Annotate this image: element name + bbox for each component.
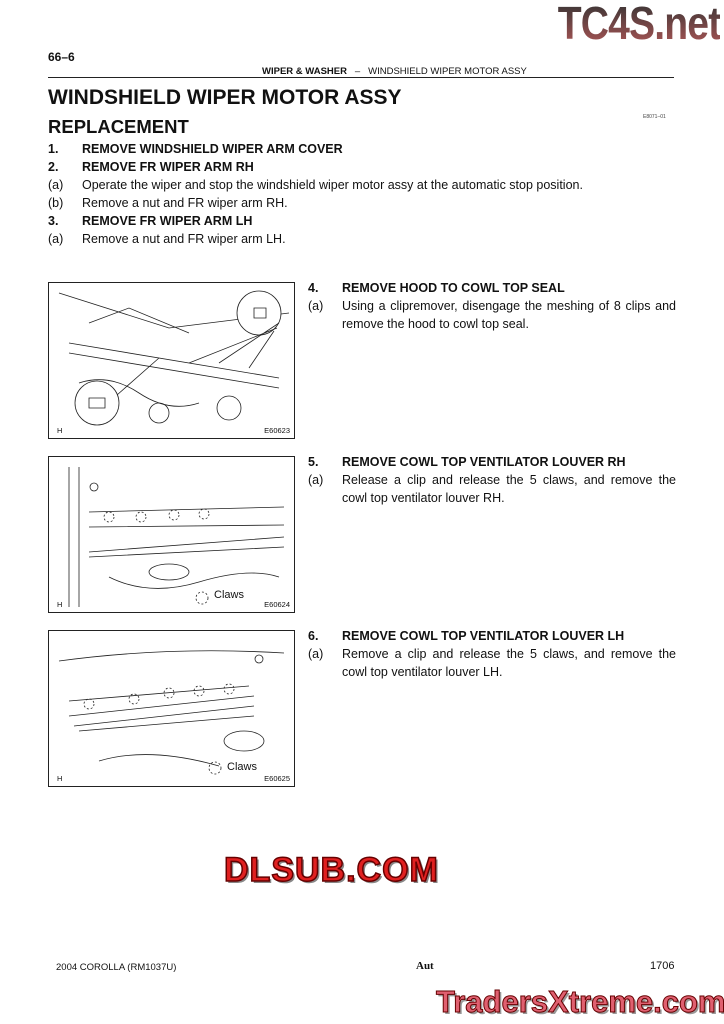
step-number: (b) [48, 196, 64, 210]
step-number: (a) [48, 232, 64, 246]
page-title: WINDSHIELD WIPER MOTOR ASSY [48, 86, 402, 109]
step-number: (a) [48, 178, 64, 192]
section-name: WIPER & WASHER [262, 66, 347, 77]
doc-code: E8071–01 [643, 114, 666, 120]
step-number: 1. [48, 142, 59, 156]
illustration-louver-lh [58, 650, 285, 775]
step-number: (a) [308, 299, 324, 313]
page-subtitle: REPLACEMENT [48, 116, 189, 137]
figure-corner-label: H [57, 426, 63, 435]
watermark-dlsub: DLSUB.COM [223, 850, 439, 890]
footer-author: Aut [416, 960, 434, 972]
page-number: 66–6 [48, 50, 75, 64]
step-text: REMOVE COWL TOP VENTILATOR LOUVER RH [342, 455, 626, 469]
figure-corner-label: H [57, 600, 63, 609]
figure-louver-lh: Claws H E60625 [48, 630, 295, 787]
footer-page: 1706 [650, 960, 675, 972]
step-number: 3. [48, 214, 59, 228]
step-text: Using a clipremover, disengage the meshi… [342, 299, 676, 331]
separator: – [354, 66, 361, 77]
header-rule [48, 77, 674, 78]
claws-legend: Claws [227, 761, 257, 773]
step-number: 5. [308, 455, 319, 469]
figure-id: E60623 [264, 426, 290, 435]
running-header: WIPER & WASHER – WINDSHIELD WIPER MOTOR … [262, 66, 527, 77]
watermark-tradersxtreme: TradersXtreme.com [435, 984, 724, 1020]
step-text: REMOVE WINDSHIELD WIPER ARM COVER [82, 142, 343, 156]
figure-hood-seal: H E60623 [48, 282, 295, 439]
step-text: Operate the wiper and stop the windshiel… [82, 178, 583, 192]
illustration-cowl-seal-clips [58, 290, 290, 426]
step-text: REMOVE HOOD TO COWL TOP SEAL [342, 281, 565, 295]
step-number: 6. [308, 629, 319, 643]
step-number: (a) [308, 473, 324, 487]
figure-corner-label: H [57, 774, 63, 783]
figure-id: E60625 [264, 774, 290, 783]
claws-legend: Claws [214, 589, 244, 601]
footer-model: 2004 COROLLA (RM1037U) [56, 962, 177, 973]
step-text: REMOVE FR WIPER ARM RH [82, 160, 254, 174]
step-text: Remove a clip and release the 5 claws, a… [342, 647, 676, 679]
step-text: REMOVE COWL TOP VENTILATOR LOUVER LH [342, 629, 625, 643]
step-text: Release a clip and release the 5 claws, … [342, 473, 676, 505]
step-number: 4. [308, 281, 319, 295]
step-text: REMOVE FR WIPER ARM LH [82, 214, 253, 228]
figure-id: E60624 [264, 600, 290, 609]
step-number: 2. [48, 160, 59, 174]
watermark-tc4s: TC4S.net [557, 0, 721, 49]
illustration-louver-rh [68, 467, 285, 607]
figure-louver-rh: Claws H E60624 [48, 456, 295, 613]
step-number: (a) [308, 647, 324, 661]
subsection-name: WINDSHIELD WIPER MOTOR ASSY [368, 66, 527, 77]
step-text: Remove a nut and FR wiper arm LH. [82, 232, 286, 246]
step-text: Remove a nut and FR wiper arm RH. [82, 196, 288, 210]
